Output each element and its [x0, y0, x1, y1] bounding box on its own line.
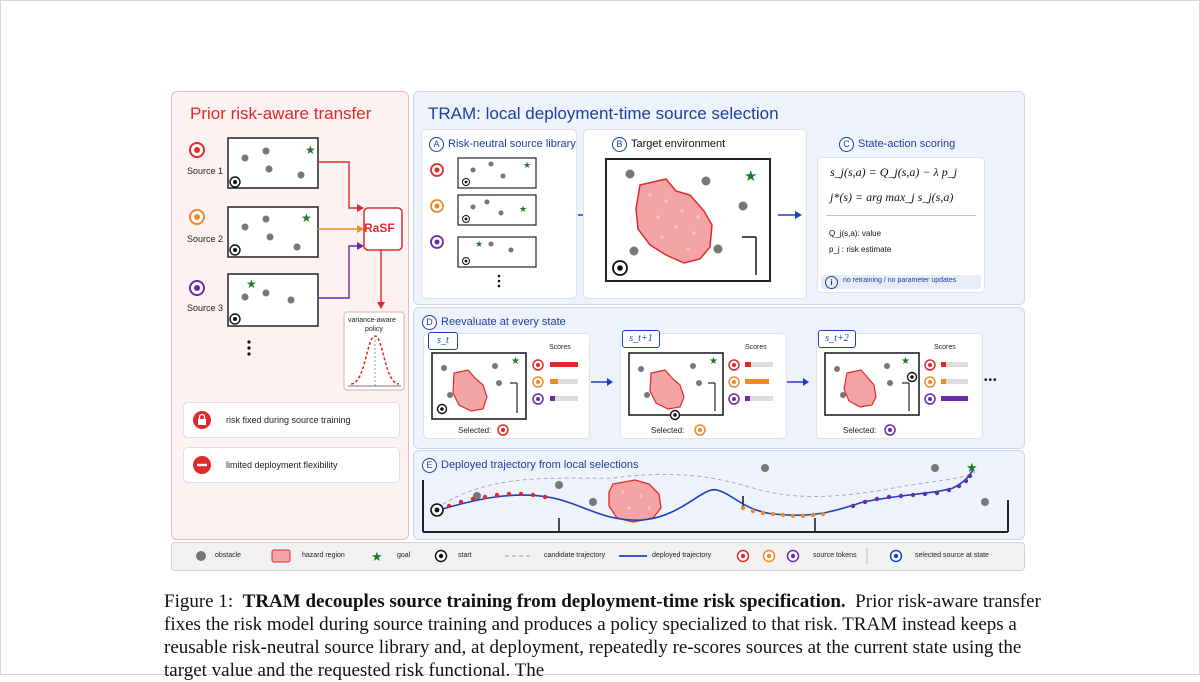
equation-score: s_j(s,a) = Q_j(s,a) − λ p_j — [830, 165, 958, 179]
source-1-token — [189, 142, 205, 158]
svg-text:★: ★ — [511, 356, 520, 367]
legend-bar — [171, 542, 1025, 571]
trajectory-title-text: Deployed trajectory from local selection… — [441, 459, 639, 471]
note-limited-flex: limited deployment flexibility — [183, 447, 400, 483]
source-3-env — [227, 273, 319, 327]
svg-text:★: ★ — [305, 143, 316, 157]
letter-c-badge: C — [839, 137, 854, 152]
legend-selected-icon — [889, 549, 903, 563]
state-label-2: s_t+1 — [622, 330, 660, 348]
note-limited-flex-text: limited deployment flexibility — [226, 460, 338, 470]
selected-label-1: Selected: — [458, 426, 492, 435]
info-text: no retraining / no parameter updates — [843, 277, 957, 284]
source-2-label: Source 2 — [187, 234, 224, 244]
lock-icon — [193, 411, 211, 429]
state-label-3: s_t+2 — [818, 330, 856, 348]
policy-box — [343, 311, 405, 391]
info-icon: i — [825, 276, 838, 289]
scoring-card — [817, 157, 985, 293]
letter-e-badge: E — [422, 458, 437, 473]
caption-bold: TRAM decouples source training from depl… — [242, 591, 846, 612]
source-3-token — [189, 280, 205, 296]
scores-label-1: Scores — [549, 344, 571, 351]
legend-goal-icon: ★ — [371, 549, 383, 564]
svg-text:★: ★ — [966, 460, 978, 475]
source-1-label: Source 1 — [187, 166, 224, 176]
legend-goal: goal — [397, 552, 411, 559]
prior-transfer-title: Prior risk-aware transfer — [190, 104, 372, 123]
svg-text:★: ★ — [901, 356, 910, 367]
policy-label-1: variance-aware — [348, 317, 396, 324]
scores-label-2: Scores — [745, 344, 767, 351]
svg-text:★: ★ — [523, 160, 531, 170]
reevaluate-title-text: Reevaluate at every state — [441, 316, 566, 328]
tram-title: TRAM: local deployment-time source selec… — [428, 104, 779, 123]
scoring-title: C State-action scoring — [839, 137, 955, 152]
legend-candidate: candidate trajectory — [544, 552, 606, 559]
letter-b-badge: B — [612, 137, 627, 152]
figure-caption: Figure 1: TRAM decouples source training… — [164, 590, 1044, 682]
legend-deployed: deployed trajectory — [652, 552, 712, 559]
note-risk-fixed: risk fixed during source training — [183, 402, 400, 438]
source-2-env — [227, 206, 319, 258]
equation-argmax: j*(s) = arg max_j s_j(s,a) — [830, 190, 954, 204]
arrow-b-to-c — [778, 211, 802, 219]
trajectory-title: E Deployed trajectory from local selectio… — [422, 458, 638, 473]
svg-text:★: ★ — [301, 211, 312, 225]
state-label-1: s_t — [428, 332, 458, 350]
svg-text:★: ★ — [709, 356, 718, 367]
selected-label-3: Selected: — [843, 426, 877, 435]
caption-label: Figure 1: — [164, 591, 234, 612]
svg-text:★: ★ — [519, 204, 527, 214]
legend-symbols: ★ — [196, 548, 903, 564]
definition-p: p_j : risk estimate — [829, 245, 892, 254]
info-strip: i no retraining / no parameter updates — [821, 275, 981, 289]
legend-start: start — [458, 552, 472, 559]
legend-tokens: source tokens — [813, 552, 857, 559]
rasf-label: RaSF — [364, 221, 395, 235]
source-library-title: A Risk-neutral source library — [429, 137, 576, 152]
letter-a-badge: A — [429, 137, 444, 152]
target-env-title: B Target environment — [612, 137, 725, 152]
source-library-diagram: ★ ★ ★ — [430, 157, 537, 288]
policy-label-2: policy — [365, 326, 383, 333]
rasf-box — [363, 207, 403, 251]
source-library-title-text: Risk-neutral source library — [448, 138, 576, 150]
equation-divider — [826, 215, 976, 216]
legend-obstacle-icon — [196, 551, 206, 561]
note-risk-fixed-text: risk fixed during source training — [226, 415, 351, 425]
scoring-title-text: State-action scoring — [858, 138, 956, 150]
trajectory-diagram: ★ — [422, 460, 1009, 533]
svg-text:★: ★ — [475, 239, 483, 249]
legend-hazard-icon — [271, 549, 291, 563]
svg-text:★: ★ — [246, 277, 257, 291]
scores-label-3: Scores — [934, 344, 956, 351]
source-1-env — [227, 137, 319, 189]
prior-transfer-diagram: ★ ★ ★ — [189, 137, 405, 391]
source-2-token — [189, 209, 205, 225]
letter-d-badge: D — [422, 315, 437, 330]
legend-tokens-icon — [736, 549, 800, 563]
legend-start-icon — [434, 549, 448, 563]
legend-selected: selected source at state — [915, 552, 989, 559]
more-states-ellipsis: ••• — [984, 375, 998, 386]
definition-q: Q_j(s,a): value — [829, 229, 882, 238]
target-env-diagram: ★ — [605, 158, 771, 282]
selected-label-2: Selected: — [651, 426, 685, 435]
reevaluate-diagram: ★ ★ ★ — [431, 352, 968, 436]
legend-hazard: hazard region — [302, 552, 345, 559]
legend-obstacle: obstacle — [215, 552, 242, 559]
source-3-label: Source 3 — [187, 303, 224, 313]
minus-circle-icon — [193, 456, 211, 474]
svg-text:★: ★ — [744, 168, 757, 185]
reevaluate-title: D Reevaluate at every state — [422, 315, 566, 330]
target-env-title-text: Target environment — [631, 138, 726, 150]
